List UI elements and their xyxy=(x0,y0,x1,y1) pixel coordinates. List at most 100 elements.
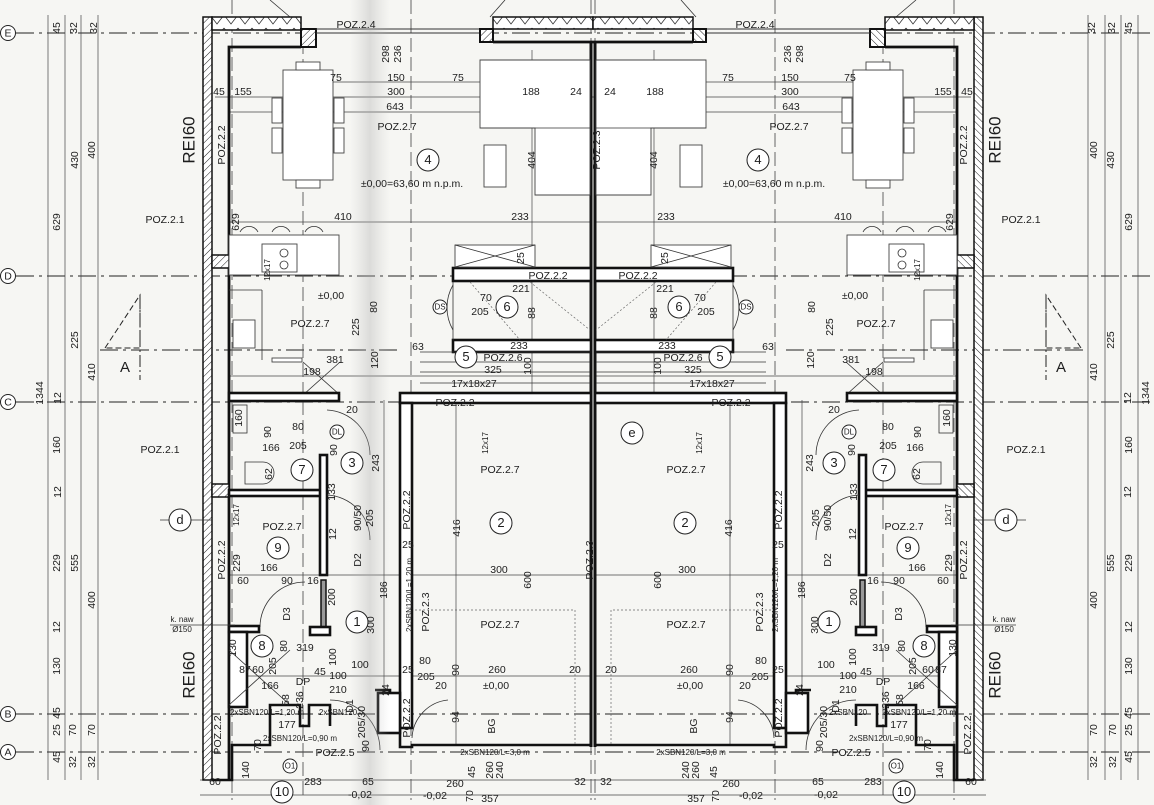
room-number: 10 xyxy=(275,784,289,799)
fire-rating-label: REI60 xyxy=(179,651,198,698)
room-number-circle xyxy=(345,610,369,634)
room-number-circle xyxy=(489,511,513,535)
dimension-label: 70 xyxy=(1088,724,1100,736)
position-callout: POZ.2.2 xyxy=(435,397,474,409)
dimension-label: 45 xyxy=(1123,707,1135,719)
dimension-label: 160 xyxy=(51,436,63,454)
dimension-label: 24 xyxy=(570,86,582,98)
lintel-label: 2xSBN120/L=1,20 m xyxy=(405,558,414,632)
dimension-label: 629 xyxy=(1123,213,1135,231)
dimension-label: 416 xyxy=(451,519,463,537)
lintel-label: 2xSBN120 xyxy=(319,708,358,717)
dimension-label: 63 xyxy=(412,341,424,353)
lintel-label: 2xSBN120/L=0,90 m xyxy=(849,734,923,743)
dimension-label: 225 xyxy=(1105,331,1117,349)
dimension-label: 629 xyxy=(230,213,242,231)
elevation-label: -0,02 xyxy=(348,789,372,801)
step-tag: 12x17 xyxy=(913,259,922,281)
position-callout: POZ.2.5 xyxy=(831,747,870,759)
dimension-label: 87 xyxy=(935,664,947,676)
room-number: 9 xyxy=(904,540,911,555)
position-callout: POZ.2.7 xyxy=(262,521,301,533)
dimension-label: 70 xyxy=(922,739,934,751)
dimension-label: 236 xyxy=(294,691,306,709)
position-callout: POZ.2.7 xyxy=(769,121,808,133)
dimension-label: 100 xyxy=(327,648,339,666)
dimension-label: 221 xyxy=(512,283,530,295)
fire-rating-label: REI60 xyxy=(985,116,1004,163)
room-number-circle xyxy=(266,536,290,560)
elevation-label: ±0,00 xyxy=(677,680,703,692)
room-number-circle xyxy=(250,634,274,658)
dimension-label: 80 xyxy=(896,640,908,652)
dimension-label: 70 xyxy=(67,724,79,736)
stair-treads xyxy=(420,281,591,384)
door-tag-circle xyxy=(329,424,345,440)
dimension-label: 643 xyxy=(782,101,800,113)
grid-axis-marker: C xyxy=(4,396,12,408)
room-number-circle xyxy=(340,451,364,475)
detail-marker-e-circle xyxy=(620,421,644,445)
dimension-label: 16 xyxy=(867,575,879,587)
dimension-label: 90 xyxy=(262,426,274,438)
dimension-chains xyxy=(47,15,593,796)
dimension-label: 24 xyxy=(380,684,392,696)
dimension-label: 188 xyxy=(646,86,664,98)
dimension-label: 20 xyxy=(569,664,581,676)
door-tag: D2 xyxy=(822,553,834,567)
lintel-label: 2xSBN120/L=3,0 m xyxy=(656,748,726,757)
room-number: 8 xyxy=(258,638,265,653)
dimension-label: 260 xyxy=(722,778,740,790)
door-tag: DS xyxy=(740,303,751,312)
room-number-circle xyxy=(495,295,519,319)
section-label: A xyxy=(1056,359,1066,376)
room-number-circle xyxy=(270,780,294,804)
dimension-label: 12 xyxy=(52,486,64,498)
dimension-label: 45 xyxy=(213,86,225,98)
dimension-label: 100 xyxy=(652,357,664,375)
position-callout: POZ.2.7 xyxy=(666,464,705,476)
room-number-circle xyxy=(454,345,478,369)
dimension-label: 65 xyxy=(812,776,824,788)
dimension-label: 1344 xyxy=(34,381,46,405)
room-number-circle xyxy=(817,610,841,634)
dimension-label: 400 xyxy=(86,141,98,159)
dimension-label: 643 xyxy=(386,101,404,113)
room-number: 8 xyxy=(920,638,927,653)
detail-marker-e: e xyxy=(628,425,635,440)
dimension-label: 45 xyxy=(860,666,872,678)
dimension-label: 80 xyxy=(278,640,290,652)
dimension-label: 100 xyxy=(329,670,347,682)
position-callout: POZ.2.2 xyxy=(711,397,750,409)
room-number-circle xyxy=(746,148,770,172)
dimension-label: 25 xyxy=(659,252,671,264)
dimension-label: 90 xyxy=(846,444,858,456)
dimension-label: 240 xyxy=(494,761,506,779)
fire-rating-label: REI60 xyxy=(985,651,1004,698)
door-tag: DL xyxy=(844,428,855,437)
insulation-wall xyxy=(202,16,213,781)
dimension-label: 130 xyxy=(51,657,63,675)
dimension-label: 319 xyxy=(296,642,314,654)
dimension-label: 555 xyxy=(1105,554,1117,572)
dimension-label: 45 xyxy=(1123,751,1135,763)
dimension-label: 205 xyxy=(697,306,715,318)
dimension-label: 410 xyxy=(334,211,352,223)
kitchen-island xyxy=(228,226,340,276)
room-number: 1 xyxy=(825,614,832,629)
step-tag: 12x17 xyxy=(944,504,953,526)
door-tag: BG xyxy=(688,718,700,733)
grid-axis-marker-circle xyxy=(0,25,16,41)
dimension-label: 400 xyxy=(1088,591,1100,609)
dimension-label: 177 xyxy=(890,719,908,731)
room-number: 9 xyxy=(274,540,281,555)
position-callout: POZ.2.4 xyxy=(336,19,375,31)
dimension-label: 233 xyxy=(511,211,529,223)
dimension-label: 25 xyxy=(772,539,784,551)
dimension-label: 88 xyxy=(526,307,538,319)
grid-axis-marker: D xyxy=(4,270,12,282)
position-callout: POZ.2.2 xyxy=(958,125,970,164)
dimension-label: 87 xyxy=(239,664,251,676)
dimension-label: 100 xyxy=(839,670,857,682)
scan-crease xyxy=(350,0,390,805)
